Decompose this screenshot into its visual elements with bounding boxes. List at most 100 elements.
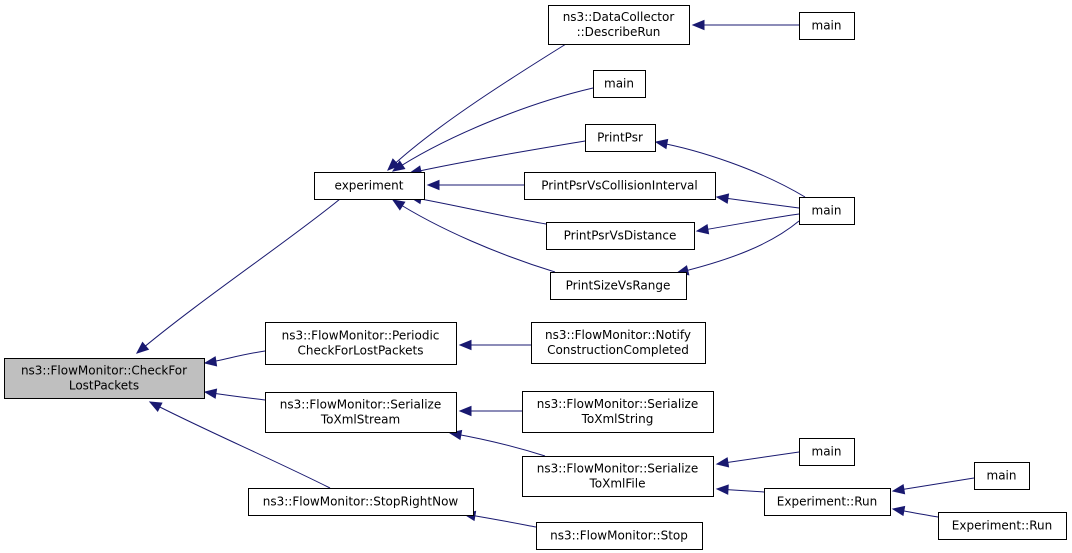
edge-main4-serfile — [715, 451, 800, 468]
edge-main3-printcoll — [715, 193, 800, 209]
node-label: main — [812, 19, 842, 33]
node-box — [524, 172, 716, 200]
node-box — [974, 462, 1030, 490]
edge-line — [716, 196, 800, 209]
node-label: ns3::FlowMonitor::CheckFor — [21, 364, 187, 378]
edge-datacoll-experiment — [387, 43, 567, 171]
node-periodic[interactable]: ns3::FlowMonitor::PeriodicCheckForLostPa… — [265, 322, 457, 365]
arrow-head-icon — [387, 158, 400, 171]
node-stop[interactable]: ns3::FlowMonitor::Stop — [536, 522, 703, 550]
arrow-head-icon — [654, 138, 669, 150]
node-box — [938, 512, 1067, 540]
edge-line — [136, 198, 341, 354]
node-main1[interactable]: main — [799, 12, 855, 40]
node-main2[interactable]: main — [593, 70, 646, 98]
arrow-head-icon — [135, 341, 150, 354]
arrow-head-icon — [715, 484, 729, 495]
node-printdist[interactable]: PrintPsrVsDistance — [546, 222, 695, 250]
edge-line — [409, 140, 586, 174]
node-printpsr[interactable]: PrintPsr — [585, 124, 656, 152]
node-datacoll[interactable]: ns3::DataCollector::DescribeRun — [548, 5, 690, 45]
node-label: ns3::DataCollector — [563, 10, 675, 24]
node-notify[interactable]: ns3::FlowMonitor::NotifyConstructionComp… — [531, 322, 706, 364]
node-box — [265, 392, 457, 433]
edge-line — [449, 432, 546, 457]
node-box — [4, 358, 205, 399]
arrow-head-icon — [891, 484, 906, 495]
node-exprun2[interactable]: Experiment::Run — [938, 512, 1067, 540]
edge-main2-experiment — [391, 87, 594, 172]
arrow-head-icon — [391, 160, 406, 172]
edge-line — [716, 451, 800, 465]
node-label: ::DescribeRun — [577, 25, 661, 39]
edge-serstring-serstream — [458, 405, 523, 417]
node-main5[interactable]: main — [974, 462, 1030, 490]
edge-line — [392, 199, 556, 273]
node-label: ns3::FlowMonitor::Serialize — [280, 398, 441, 412]
node-label: Experiment::Run — [952, 519, 1052, 533]
arrow-head-icon — [391, 199, 406, 211]
arrow-head-icon — [203, 388, 218, 399]
node-label: ns3::FlowMonitor::StopRightNow — [263, 495, 459, 509]
arrow-head-icon — [426, 179, 440, 191]
node-label: PrintPsrVsDistance — [564, 229, 677, 243]
node-main3[interactable]: main — [799, 197, 855, 225]
node-box — [585, 124, 656, 152]
edge-serfile-serstream — [448, 429, 546, 457]
edge-main1-datacoll — [691, 19, 799, 31]
edge-main3-printsize — [675, 220, 800, 276]
node-box — [522, 456, 714, 497]
node-box — [548, 5, 690, 45]
node-label: ToXmlFile — [589, 477, 646, 491]
edge-main3-printdist — [695, 213, 800, 235]
node-box — [799, 197, 855, 225]
node-checkfor[interactable]: ns3::FlowMonitor::CheckForLostPackets — [4, 358, 205, 399]
node-exprun1[interactable]: Experiment::Run — [764, 488, 891, 516]
arrow-head-icon — [695, 223, 710, 235]
node-box — [593, 70, 646, 98]
edge-notify-periodic — [458, 339, 532, 351]
node-box — [314, 172, 425, 200]
node-box — [550, 272, 687, 300]
node-box — [799, 12, 855, 40]
edge-line — [892, 477, 975, 492]
node-printcoll[interactable]: PrintPsrVsCollisionInterval — [524, 172, 716, 200]
arrow-head-icon — [458, 405, 472, 417]
edge-periodic-checkfor — [203, 350, 266, 367]
arrow-head-icon — [148, 401, 163, 412]
node-label: ns3::FlowMonitor::Periodic — [282, 329, 440, 343]
node-main4[interactable]: main — [799, 438, 855, 466]
node-label: ns3::FlowMonitor::Stop — [550, 529, 688, 543]
node-box — [799, 438, 855, 466]
arrow-head-icon — [715, 457, 730, 468]
node-label: ns3::FlowMonitor::Notify — [545, 328, 691, 342]
node-box — [248, 488, 474, 516]
node-stopnow[interactable]: ns3::FlowMonitor::StopRightNow — [248, 488, 474, 516]
node-label: ToXmlStream — [320, 413, 400, 427]
edge-line — [655, 141, 806, 198]
node-printsize[interactable]: PrintSizeVsRange — [550, 272, 687, 300]
node-label: LostPackets — [69, 379, 139, 393]
edge-printcoll-experiment — [426, 179, 525, 191]
node-experiment[interactable]: experiment — [314, 172, 425, 200]
node-label: ToXmlString — [581, 412, 654, 426]
node-label: CheckForLostPackets — [298, 344, 424, 358]
node-label: main — [812, 204, 842, 218]
edge-line — [409, 196, 547, 225]
node-label: ns3::FlowMonitor::Serialize — [537, 462, 698, 476]
node-label: main — [604, 77, 634, 91]
node-box — [522, 391, 714, 433]
node-label: ConstructionCompleted — [547, 343, 689, 357]
arrow-head-icon — [203, 356, 218, 367]
edge-line — [387, 43, 567, 171]
edge-line — [149, 401, 331, 489]
arrow-head-icon — [691, 19, 705, 31]
edge-printsize-experiment — [391, 199, 556, 273]
nodes-layer: ns3::FlowMonitor::CheckForLostPackets exp… — [4, 5, 1067, 550]
node-label: PrintSizeVsRange — [566, 279, 671, 293]
edge-main3-printpsr — [654, 138, 806, 198]
